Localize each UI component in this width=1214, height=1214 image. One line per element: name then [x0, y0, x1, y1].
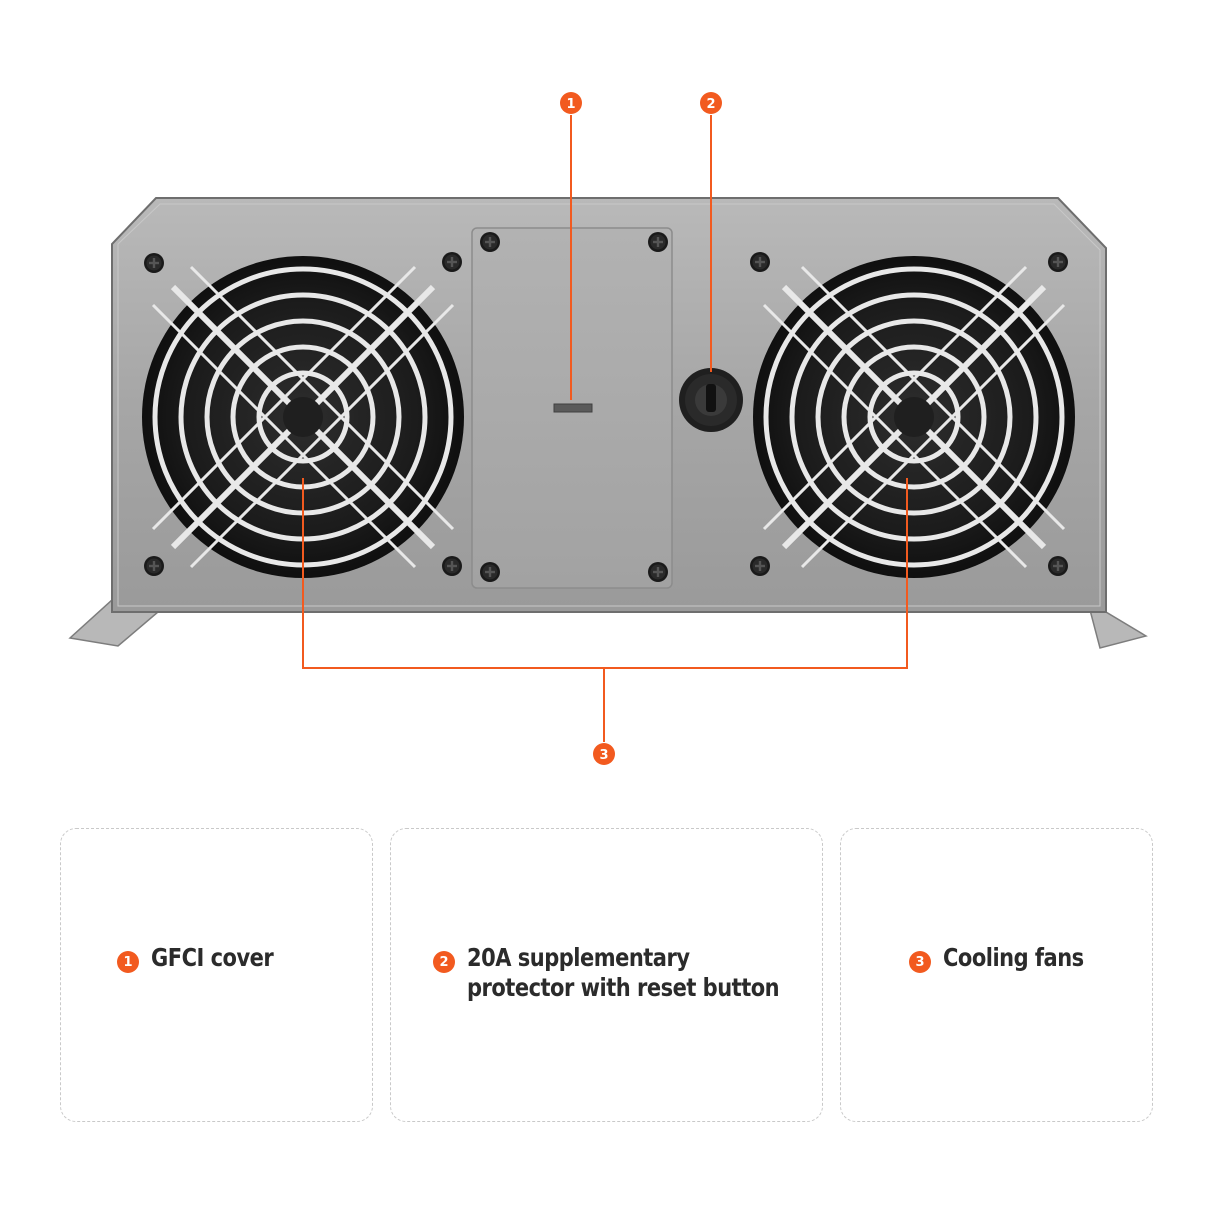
diagram-badge-3: 3	[593, 743, 615, 765]
callout-label-protector-line2: protector with reset button	[467, 973, 780, 1002]
callout-label-protector-line1: 20A supplementary	[467, 943, 690, 972]
number-badge-icon: 2	[433, 951, 455, 973]
callout-leader-lines	[302, 115, 908, 742]
product-diagram: 1 2 3	[68, 92, 1148, 765]
callout-label-gfci-cover: GFCI cover	[151, 943, 274, 972]
right-fan-grille-icon	[753, 256, 1075, 578]
callout-card-protector: 2 20A supplementary protector with reset…	[390, 828, 823, 1122]
svg-text:1: 1	[566, 97, 575, 112]
gfci-slot	[553, 403, 593, 413]
callout-card-fans: 3 Cooling fans	[840, 828, 1153, 1122]
svg-text:3: 3	[599, 748, 608, 763]
reset-button-icon	[679, 368, 743, 432]
number-badge-icon: 1	[117, 951, 139, 973]
number-badge-icon: 3	[909, 951, 931, 973]
callout-label-cooling-fans: Cooling fans	[943, 943, 1084, 972]
callout-card-gfci: 1 GFCI cover	[60, 828, 373, 1122]
diagram-badge-2: 2	[700, 92, 722, 114]
diagram-badge-1: 1	[560, 92, 582, 114]
svg-text:2: 2	[706, 97, 715, 112]
